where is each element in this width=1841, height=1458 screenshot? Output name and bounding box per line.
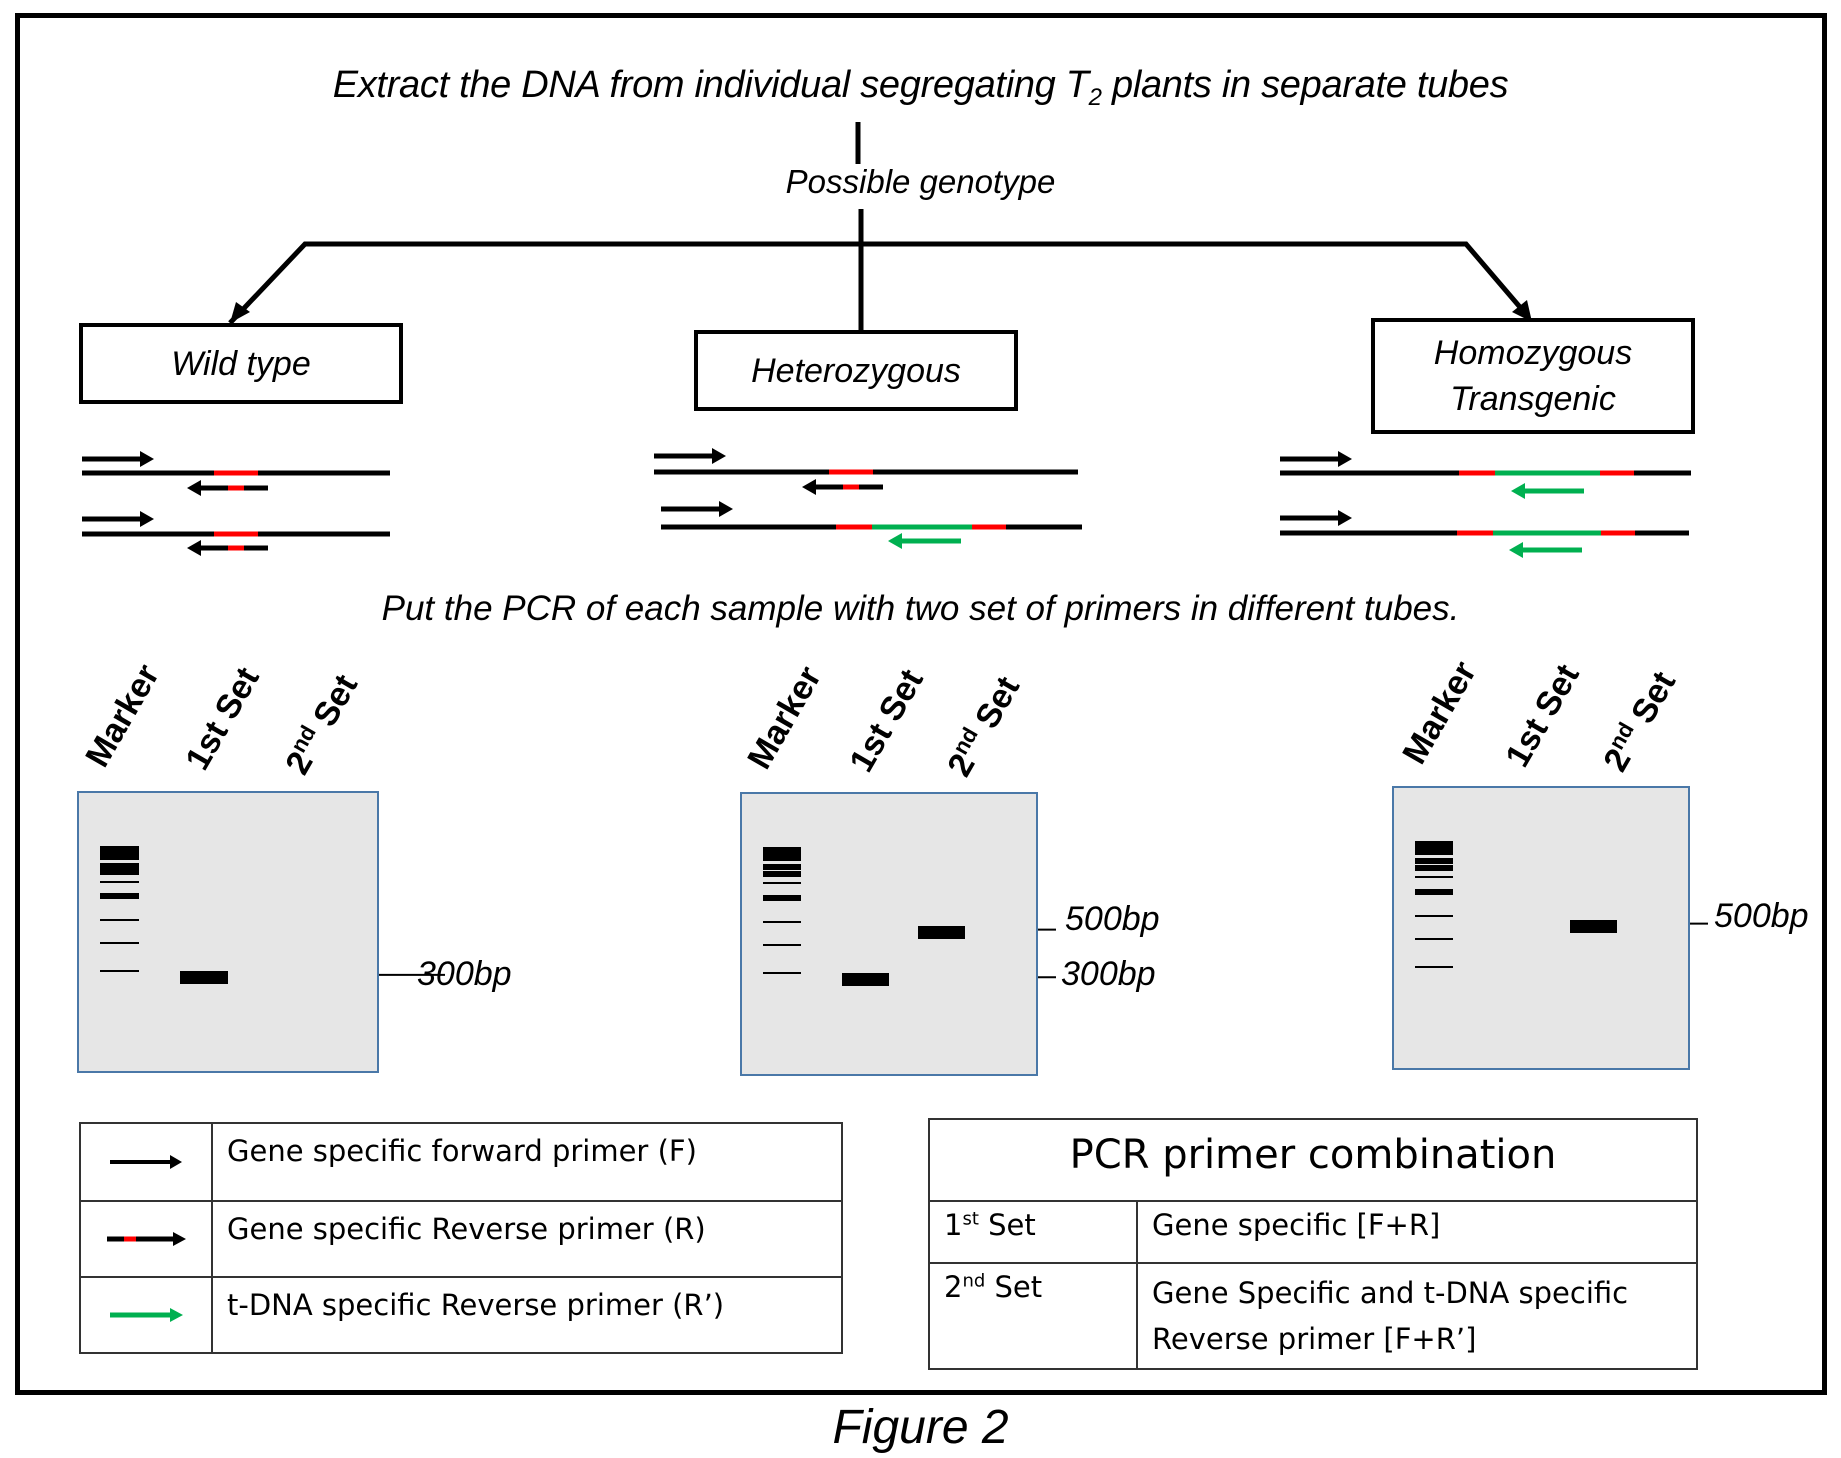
tdna-reverse-primer-arrow-head [1509,542,1523,558]
marker-band [1414,937,1453,940]
marker-band [99,941,139,944]
marker-band [762,921,801,924]
forward-primer-arrow-head [140,511,154,527]
branch-arrowhead-right [1512,300,1532,322]
pcr-primer-combination-table: PCR primer combination 1st Set Gene spec… [928,1118,1698,1370]
reverse-primer-arrow-head [187,540,201,556]
dna-schematic-wild-type [82,451,390,556]
marker-band [762,847,801,855]
forward-primer-arrow-head [1338,451,1352,467]
combo-row: 1st Set Gene specific [F+R] [928,1200,1698,1264]
marker-band [762,882,801,885]
figure-frame [15,13,1827,1395]
figure-caption-clipped: Figure 2 [832,1401,1009,1454]
genotype-box-heterozygous: Heterozygous [694,330,1018,411]
green-arrow-icon [110,1308,183,1322]
combo-row: 2nd Set Gene Specific and t-DNA specific… [928,1262,1698,1370]
marker-band [99,869,139,876]
marker-band [762,871,801,877]
connector-branch [228,241,1527,325]
band-size-label: 500bp [1065,900,1160,938]
sample-band-500bp [1570,919,1618,933]
legend-icon-cell [79,1200,213,1278]
tdna-reverse-primer-arrow-head [888,533,902,549]
forward-primer-arrow-head [719,501,733,517]
marker-band [1414,965,1453,968]
marker-band [99,852,139,860]
genotype-label-line1: Homozygous [1433,334,1633,372]
band-size-label: 500bp [1714,897,1809,935]
marker-band [1414,841,1453,849]
combo-primers-line1: Gene Specific and t-DNA specific [1152,1276,1629,1310]
genotype-label: Wild type [171,344,311,383]
marker-band [762,854,801,862]
legend-icon-cell [79,1276,213,1354]
combo-primers: Gene specific [F+R] [1136,1200,1698,1264]
reverse-primer-arrow-head [802,479,816,495]
marker-band [1414,915,1453,918]
sample-band-300bp [841,973,889,987]
primer-legend-table: Gene specific forward primer (F) Gene sp… [79,1122,843,1354]
legend-row: Gene specific forward primer (F) [79,1122,843,1202]
gel-homozygous-transgenic [1392,786,1690,1070]
dna-schematic-heterozygous [654,448,1082,549]
marker-band [1414,858,1453,864]
marker-band [762,864,801,870]
sample-band-300bp [180,970,228,984]
legend-row: Gene specific Reverse primer (R) [79,1200,843,1278]
marker-band [99,845,139,853]
gel-wild-type [77,791,379,1073]
marker-band [99,969,139,972]
branch-arrowhead-left [230,302,250,323]
combo-table-title: PCR primer combination [928,1118,1698,1202]
reverse-primer-arrow-head [187,480,201,496]
genotype-label: Heterozygous [751,351,961,390]
black-arrow-icon [110,1155,182,1169]
legend-row: t-DNA specific Reverse primer (R’) [79,1276,843,1354]
legend-icon-cell [79,1122,213,1202]
black-red-arrow-icon [107,1232,186,1246]
band-size-label: 300bp [417,955,512,993]
marker-band [1414,848,1453,856]
marker-band [99,919,139,922]
forward-primer-arrow-head [140,451,154,467]
genotype-label-line2: Transgenic [1450,380,1616,418]
marker-band [99,862,139,869]
possible-genotype-label: Possible genotype [785,163,1056,200]
marker-band [762,943,801,946]
marker-band [1414,876,1453,879]
legend-text: Gene specific forward primer (F) [211,1122,843,1202]
marker-band [762,894,801,901]
marker-band [762,971,801,974]
sample-band-500bp [918,925,966,939]
marker-band [99,893,139,900]
marker-band [99,880,139,883]
pcr-instruction: Put the PCR of each sample with two set … [381,589,1460,628]
band-size-label: 300bp [1061,955,1156,993]
figure-title: Extract the DNA from individual segregat… [332,64,1509,111]
genotype-box-wild-type: Wild type [79,323,403,404]
combo-header-row: PCR primer combination [928,1118,1698,1202]
marker-band [1414,888,1453,895]
combo-set-label: 2nd Set [928,1262,1138,1370]
forward-primer-arrow-head [712,448,726,464]
dna-schematic-homozygous [1280,451,1691,558]
flow-diagram [82,122,1708,984]
legend-text: t-DNA specific Reverse primer (R’) [211,1276,843,1354]
forward-primer-arrow-head [1338,510,1352,526]
combo-primers-line2: Reverse primer [F+R’] [1152,1322,1477,1356]
marker-band [1414,865,1453,871]
combo-set-label: 1st Set [928,1200,1138,1264]
tdna-reverse-primer-arrow-head [1511,483,1525,499]
gel-heterozygous [740,792,1038,1076]
genotype-box-homozygous-transgenic: Homozygous Transgenic [1371,318,1695,434]
legend-text: Gene specific Reverse primer (R) [211,1200,843,1278]
